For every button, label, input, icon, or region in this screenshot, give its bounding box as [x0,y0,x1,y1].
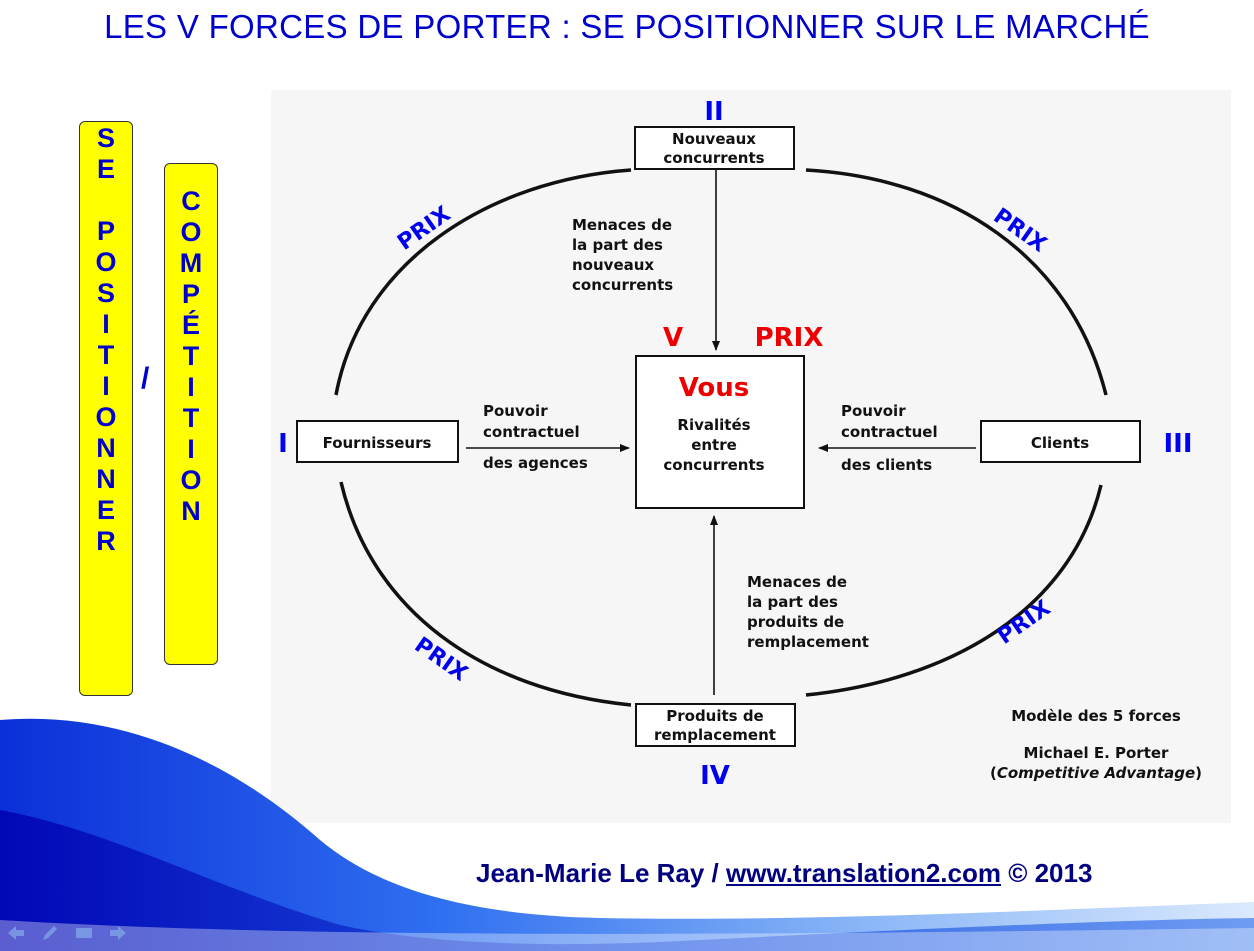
substitutes-line1: Produits de [666,707,764,725]
power-suppliers-line1: Pouvoir [483,402,548,420]
roman-v: V [663,323,683,353]
competition-letter: M [179,248,203,278]
threat-new-line3: nouveaux [572,256,654,274]
prix-center: PRIX [755,323,824,353]
substitutes-line2: remplacement [654,726,776,744]
se-positionner-letter: S [96,278,115,308]
arc-bottom-left [339,481,632,707]
clients-label: Clients [1031,434,1089,452]
competition-letter: É [181,310,200,340]
power-clients-line2: contractuel [841,423,938,441]
threat-new-line2: la part des [572,236,663,254]
power-suppliers-line2: contractuel [483,423,580,441]
competition-letter: N [181,496,201,526]
prev-arrow-icon[interactable] [6,924,26,942]
competition-letter: O [180,217,202,247]
threat-new-line4: concurrents [572,276,673,294]
se-positionner-letter: S [96,123,115,153]
center-line2: entre [691,436,737,454]
se-positionner-letter: P [96,216,115,246]
new-entrants-line2: concurrents [663,149,764,167]
caption-book-open: ( [990,764,997,782]
arc-top-right [805,168,1108,396]
competition-letter: I [187,434,195,464]
power-clients-line1: Pouvoir [841,402,906,420]
roman-i: I [278,429,288,459]
caption-author: Michael E. Porter [1024,744,1170,762]
se-positionner-letter: T [97,340,115,370]
caption-book-title: Competitive Advantage [997,764,1195,782]
box-new-entrants [634,126,795,170]
box-substitutes [635,703,796,747]
new-entrants-line1: Nouveaux [672,130,756,148]
caption-book: (Competitive Advantage) [990,764,1202,782]
competition-letter: T [182,341,200,371]
se-positionner-letter: N [96,464,116,494]
competition-letter: T [182,403,200,433]
footer-credit: Jean-Marie Le Ray / www.translation2.com… [476,858,1092,889]
threat-subst-line3: produits de [747,613,844,631]
roman-iv: IV [700,761,730,791]
threat-new-line1: Menaces de [572,216,672,234]
next-arrow-icon[interactable] [108,924,128,942]
slash-separator: / [141,362,150,395]
center-line1: Rivalités [677,416,750,434]
slide-title: LES V FORCES DE PORTER : SE POSITIONNER … [104,8,1150,45]
footer-link[interactable]: www.translation2.com [726,858,1001,888]
competition-letter: P [181,279,200,309]
caption-book-close: ) [1195,764,1202,782]
se-positionner-letter: I [102,371,110,401]
competition-letter: O [180,465,202,495]
se-positionner-letter: E [96,154,115,184]
se-positionner-letter: E [96,495,115,525]
competition-letter: C [181,186,201,216]
menu-icon[interactable] [74,924,94,942]
prix-bottom-left: PRIX [410,633,472,687]
center-title-vous: Vous [679,373,750,403]
roman-iii: III [1163,429,1192,459]
box-suppliers [296,420,459,463]
threat-subst-line4: remplacement [747,633,869,651]
box-clients [980,420,1141,463]
footer-copyright: © 2013 [1000,858,1093,888]
competition-letter: I [187,372,195,402]
se-positionner-letter: O [95,402,117,432]
porter-five-forces-diagram: Nouveaux concurrents Fournisseurs Client… [278,97,1202,791]
center-line3: concurrents [663,456,764,474]
suppliers-label: Fournisseurs [323,434,432,452]
power-suppliers-line3: des agences [483,454,588,472]
arc-top-left [334,168,632,396]
power-clients-line3: des clients [841,456,932,474]
decorative-wave [0,718,1254,951]
slide-nav-controls [6,924,128,942]
threat-subst-line1: Menaces de [747,573,847,591]
caption-model: Modèle des 5 forces [1011,707,1181,725]
se-positionner-letter: N [96,433,116,463]
se-positionner-letter: O [95,247,117,277]
prix-bottom-right: PRIX [993,596,1055,650]
pen-icon[interactable] [40,924,60,942]
footer-author: Jean-Marie Le Ray / [476,858,726,888]
box-center-vous [635,355,805,509]
se-positionner-letter: R [96,526,116,556]
roman-ii: II [704,97,723,127]
se-positionner-letter: I [102,309,110,339]
threat-subst-line2: la part des [747,593,838,611]
arc-bottom-right [805,484,1103,697]
